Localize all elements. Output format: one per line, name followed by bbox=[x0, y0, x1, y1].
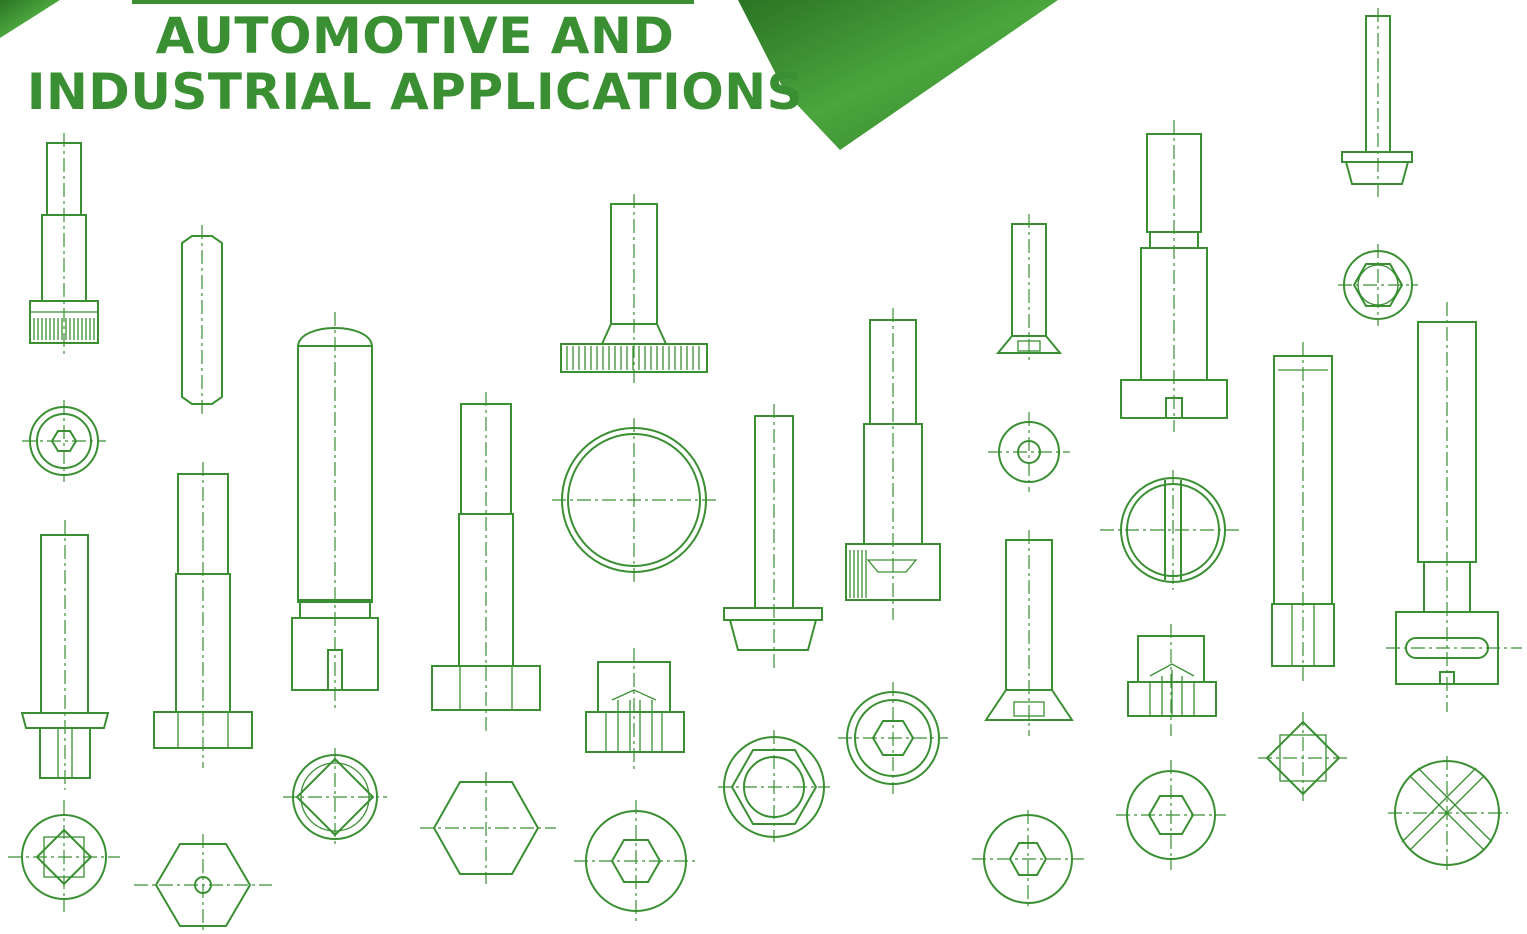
hex-shoulder-bolt-side-view bbox=[153, 462, 253, 768]
slotted-shoulder-bolt-end-view bbox=[1100, 470, 1242, 590]
hex-shoulder-bolt-end-view bbox=[134, 834, 272, 934]
dowel-pin-side-view bbox=[181, 225, 223, 414]
flange-hex-bolt-end-view bbox=[718, 730, 830, 842]
knurled-thumb-screw-side-view bbox=[560, 194, 708, 384]
flat-head-screw-end-view bbox=[988, 412, 1070, 492]
hex-stud-end-view bbox=[1258, 712, 1348, 804]
title-line-1: AUTOMOTIVE AND bbox=[155, 7, 675, 65]
cross-hole-pin-end-view bbox=[1388, 756, 1508, 872]
slotted-shoulder-bolt-side-view bbox=[1120, 120, 1228, 432]
domed-shoulder-bolt-side-view bbox=[291, 312, 379, 710]
countersunk-bolt-side-view bbox=[984, 530, 1074, 736]
socket-cap-screw-end-view bbox=[22, 400, 106, 482]
page-title: AUTOMOTIVE AND INDUSTRIAL APPLICATIONS bbox=[20, 8, 810, 120]
domed-shoulder-bolt-end-view bbox=[283, 748, 387, 846]
flange-hex-bolt-side-view bbox=[723, 404, 823, 672]
corner-ribbon-left bbox=[0, 0, 60, 38]
hex-stud-side-view bbox=[1271, 342, 1335, 684]
knurled-shoulder-screw-end-view bbox=[838, 682, 948, 794]
title-rule bbox=[132, 0, 694, 4]
hex-bolt-side-view bbox=[431, 392, 541, 732]
knurled-thumb-screw-end-view bbox=[552, 418, 716, 582]
flat-head-screw-side-view bbox=[995, 214, 1063, 362]
title-line-2: INDUSTRIAL APPLICATIONS bbox=[26, 63, 804, 121]
socket-cap-screw-side-view bbox=[29, 133, 99, 356]
cap-nut-side-view bbox=[1127, 624, 1217, 736]
countersunk-bolt-end-view bbox=[972, 810, 1084, 908]
flange-bolt-small-side-view bbox=[1341, 8, 1413, 200]
flange-bolt-small-end-view bbox=[1338, 244, 1418, 326]
cross-hole-pin-side-view bbox=[1386, 302, 1522, 712]
knurled-shoulder-screw-side-view bbox=[845, 308, 941, 620]
weld-nut-end-view bbox=[574, 800, 698, 922]
shoulder-stud-side-view bbox=[20, 520, 110, 790]
corner-ribbon-right bbox=[738, 0, 1058, 150]
hex-bolt-end-view bbox=[420, 772, 556, 884]
cap-nut-end-view bbox=[1116, 760, 1226, 870]
weld-nut-side-view bbox=[585, 648, 685, 772]
shoulder-stud-end-view bbox=[8, 800, 120, 912]
